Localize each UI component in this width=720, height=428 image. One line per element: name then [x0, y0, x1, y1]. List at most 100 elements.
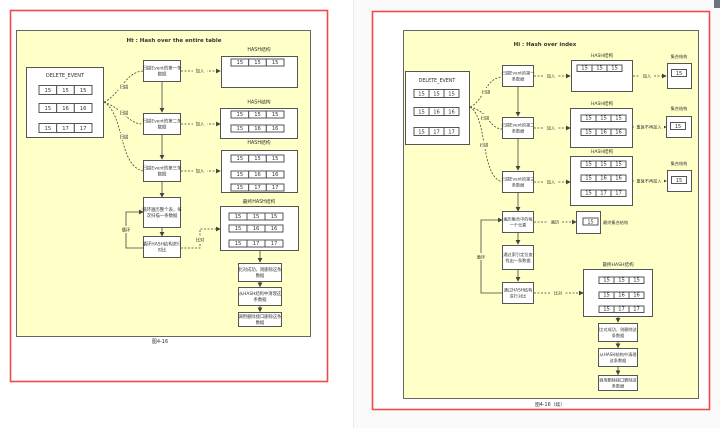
hash-row-value: 17 [600, 191, 607, 197]
left-figure-caption: 图4-16 [152, 339, 168, 345]
final-hash-row-value: 17 [271, 241, 278, 247]
add-label-bg [193, 67, 207, 74]
delete-event-row-value: 17 [62, 126, 69, 132]
loop-step-label: 进行对比 [510, 292, 527, 299]
hash-row-cell [610, 160, 627, 168]
result-step-label: 这条数据 [610, 357, 627, 364]
scan-step-label: 数据 [158, 170, 167, 177]
scan-step-label: 扫描Event的第二条 [143, 118, 183, 125]
final-hash-row-value: 15 [603, 278, 610, 284]
final-hash-row-cell [264, 224, 284, 233]
delete-event-row-value: 16 [448, 109, 455, 115]
set-value: 15 [676, 178, 682, 184]
hash-row-value: 15 [600, 162, 607, 168]
hash-row-value: 16 [600, 130, 607, 136]
delete-event-row-value: 17 [433, 129, 440, 135]
hash-row-value: 15 [254, 112, 261, 118]
scan-step-label: 条数据 [512, 75, 525, 82]
corner-scroll-icon[interactable] [714, 0, 720, 8]
left-figure-title: Ht : Hash over the entire table [126, 38, 221, 44]
scan-step-label: 条数据 [512, 181, 525, 188]
final-hash-row-value: 16 [618, 293, 625, 299]
hash-row-value: 16 [272, 172, 279, 178]
delete-event-row-value: 15 [418, 129, 425, 135]
result-step-label: 数据 [256, 319, 265, 326]
hash-row-cell [610, 174, 627, 182]
hash-row-cell [265, 110, 285, 119]
scan-label-bg [479, 114, 491, 121]
final-set-value-cell [582, 217, 599, 226]
traverse-label: 遍历 [551, 219, 559, 226]
hash-row-value: 15 [237, 60, 244, 66]
hash-row-value: 15 [237, 112, 244, 118]
final-hash-row-value: 17 [633, 307, 640, 313]
scan-label: 扫描 [120, 110, 129, 117]
scan-step-label: 数据 [158, 123, 167, 130]
final-hash-row-value: 15 [235, 226, 242, 232]
add-label: 加入 [547, 125, 556, 132]
add-label: 加入 [547, 73, 556, 80]
final-hash-row-value: 15 [271, 214, 278, 220]
final-hash-row-value: 15 [235, 214, 242, 220]
loop-step-label: 次扫描一条数据 [147, 212, 178, 219]
delete-event-row-value: 15 [418, 109, 425, 115]
loop-step-label: 通过索引定位查 [503, 251, 533, 258]
final-hash-row-value: 15 [603, 293, 610, 299]
final-hash-row-value: 15 [253, 214, 260, 220]
loop-label: 循环 [477, 254, 485, 261]
delete-event-row-cell [443, 89, 460, 98]
delete-event-row-cell [443, 107, 460, 116]
hash-row-value: 15 [237, 172, 244, 178]
set-value-cell [671, 69, 687, 77]
delete-event-row-cell [73, 85, 93, 95]
set-value: 15 [676, 71, 682, 77]
delete-event-row-value: 17 [80, 126, 87, 132]
result-step-label: 调用删除接口删除这条 [239, 313, 283, 320]
final-set-value: 15 [587, 220, 593, 226]
scan-label: 扫描 [120, 134, 129, 141]
hash-row-value: 17 [272, 185, 279, 191]
delete-event-row-value: 15 [62, 88, 69, 94]
delete-event-row-value: 16 [62, 106, 69, 112]
hash-row-value: 15 [585, 130, 592, 136]
loop-step-box [502, 282, 534, 304]
add-label-bg [544, 178, 558, 185]
final-hash-row-value: 17 [253, 241, 260, 247]
hash-row-value: 15 [615, 116, 622, 122]
hash-row-value: 15 [272, 156, 279, 162]
loop-step-label: 找出一条数据 [505, 257, 530, 264]
loop-step-label: 一个元素 [510, 221, 527, 228]
final-hash-row-value: 16 [633, 293, 640, 299]
result-step-label: 条数据 [254, 296, 268, 303]
loop-step-label: 遍历集合中的每 [503, 216, 532, 223]
scan-step-label: 扫描Event的第三 [502, 176, 535, 183]
final-hash-row-cell [264, 239, 284, 248]
result-step-label: 比对成功，则删除这 [599, 326, 638, 333]
hash-row-value: 15 [596, 66, 603, 72]
add-label: 加入 [547, 179, 556, 186]
compare-label-bg [193, 236, 207, 243]
set-value: 15 [675, 124, 681, 130]
loop-step-box [143, 197, 181, 228]
result-step-box [238, 312, 282, 327]
scan-label-bg [478, 141, 490, 148]
hash-structure-label: HASH结构 [591, 100, 614, 107]
add-label-bg [544, 72, 558, 79]
loop-label: 循环 [122, 227, 131, 234]
loop-step-label: 循环HASH结构进行 [143, 241, 182, 248]
traverse-label-bg [548, 218, 562, 225]
hash-row-value: 16 [600, 176, 607, 182]
hash-row-value: 15 [237, 156, 244, 162]
right-figure-title: Hi : Hash over index [514, 42, 577, 48]
delete-event-row-cell [73, 103, 93, 113]
hash-row-value: 16 [615, 176, 622, 182]
scan-step-label: 数据 [158, 70, 167, 77]
delete-event-row-value: 15 [80, 88, 87, 94]
hash-row-cell [610, 189, 627, 197]
result-step-label: 数据 [256, 272, 265, 279]
hash-row-value: 15 [585, 116, 592, 122]
set-value-cell [670, 122, 686, 130]
loop-step-label: 循环遍历整个表，每 [142, 206, 182, 213]
hash-row-value: 15 [272, 60, 279, 66]
